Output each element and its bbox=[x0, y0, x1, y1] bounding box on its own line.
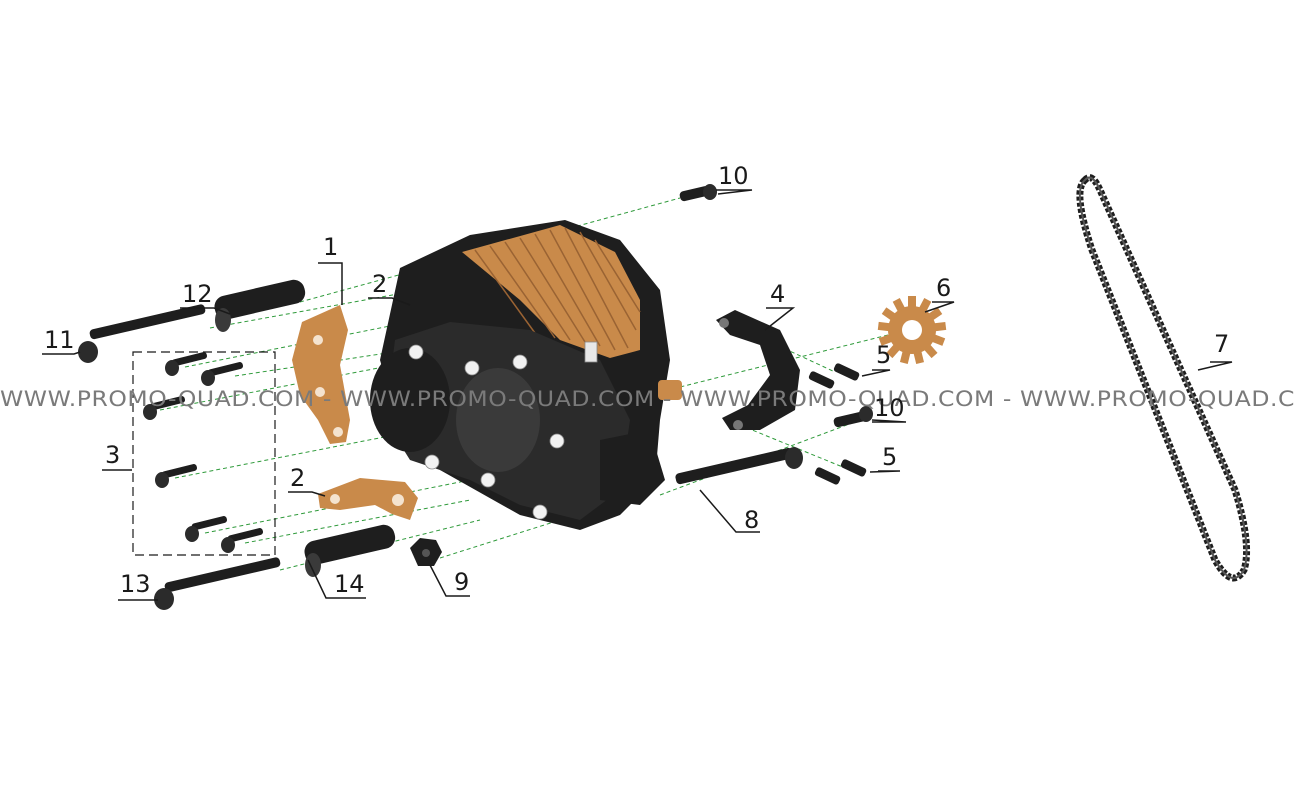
callout-2-upper: 2 bbox=[372, 270, 387, 298]
part-8-axle-bolt bbox=[675, 447, 803, 485]
part-4-sprocket-bracket bbox=[716, 310, 800, 430]
part-3-bolt-kit bbox=[132, 351, 276, 556]
part-12-spacer-tube bbox=[214, 279, 306, 332]
callout-10-lower: 10 bbox=[874, 394, 905, 422]
cooling-fins bbox=[474, 227, 641, 351]
watermark-text: WWW.PROMO-QUAD.COM - WWW.PROMO-QUAD.COM … bbox=[0, 387, 1295, 411]
part-7-drive-chain bbox=[1076, 174, 1251, 582]
part-5-upper-bolts bbox=[808, 363, 860, 389]
part-14-spacer-tube bbox=[304, 524, 396, 577]
callout-5-upper: 5 bbox=[876, 341, 891, 369]
part-10-upper-bolt bbox=[679, 184, 717, 202]
callout-14: 14 bbox=[334, 570, 365, 598]
callout-2-lower: 2 bbox=[290, 464, 305, 492]
part-11-long-bolt bbox=[78, 304, 206, 363]
part-9-nut bbox=[410, 538, 442, 566]
part-6-drive-sprocket bbox=[877, 296, 947, 364]
part-13-long-bolt bbox=[154, 557, 281, 610]
callout-1: 1 bbox=[323, 233, 338, 261]
callout-8: 8 bbox=[744, 506, 759, 534]
callout-7: 7 bbox=[1214, 330, 1229, 358]
part-10-lower-bolt bbox=[833, 406, 873, 428]
part-5-lower-bolts bbox=[814, 459, 867, 485]
callout-3: 3 bbox=[105, 441, 120, 469]
callout-4: 4 bbox=[770, 280, 785, 308]
callout-6: 6 bbox=[936, 274, 951, 302]
callout-10-upper: 10 bbox=[718, 162, 749, 190]
callout-5-lower: 5 bbox=[882, 443, 897, 471]
callout-labels: 1 2 2 3 4 5 5 6 7 8 9 10 10 bbox=[42, 162, 1233, 601]
part-1-mounting-bracket bbox=[292, 305, 350, 444]
callout-13: 13 bbox=[120, 570, 151, 598]
callout-12: 12 bbox=[182, 280, 213, 308]
callout-9: 9 bbox=[454, 568, 469, 596]
part-2-lower-plate bbox=[318, 478, 418, 520]
motor-gearbox-assembly bbox=[370, 220, 682, 530]
callout-11: 11 bbox=[44, 326, 75, 354]
